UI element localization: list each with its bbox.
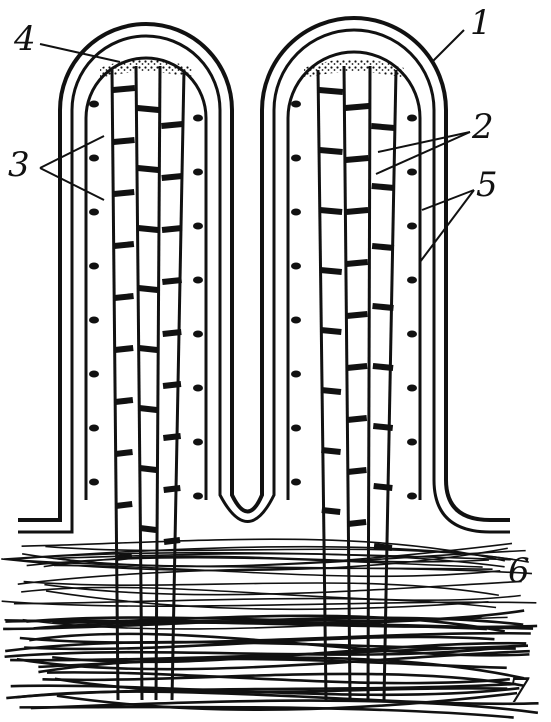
nucleus-dot (89, 209, 99, 216)
nucleus-dot (407, 169, 417, 176)
cell-boundary (320, 150, 343, 152)
cell-boundary (115, 452, 132, 454)
cell-boundary (116, 504, 132, 506)
cell-boundary (140, 528, 156, 530)
cell-boundary (372, 186, 395, 188)
cell-boundary (346, 210, 368, 212)
nucleus-dot (89, 155, 99, 162)
cell-boundary (163, 332, 182, 334)
cell-boundary (320, 270, 341, 272)
label-1: 1 (470, 3, 492, 43)
nucleus-dot (89, 425, 99, 432)
nucleus-dot (89, 317, 99, 324)
cell-boundary (346, 158, 369, 160)
label-6: 6 (508, 551, 530, 591)
nucleus-dot (89, 101, 99, 108)
cell-boundary (139, 348, 157, 350)
cell-boundary (162, 280, 181, 282)
cell-boundary (320, 210, 342, 212)
label-2: 2 (471, 107, 494, 147)
cell-boundary (114, 296, 133, 298)
cell-boundary (348, 470, 367, 472)
cell-boundary (347, 314, 368, 316)
cell-boundary (321, 450, 340, 452)
nucleus-dot (193, 331, 203, 338)
cell-boundary (321, 330, 342, 332)
nucleus-dot (291, 371, 301, 378)
cell-boundary (373, 366, 393, 368)
cell-boundary (371, 126, 394, 128)
nucleus-dot (291, 263, 301, 270)
column-wall (384, 70, 396, 700)
cell-boundary (373, 426, 392, 428)
cell-boundary (115, 348, 133, 350)
inner-sheath-left (86, 58, 206, 500)
nucleus-dot (291, 479, 301, 486)
cell-boundary (138, 228, 158, 230)
nucleus-dot (193, 115, 203, 122)
column-wall (368, 66, 370, 700)
nucleus-dot (193, 385, 203, 392)
nucleus-dot (291, 317, 301, 324)
cell-boundaries (113, 88, 395, 558)
cell-boundary (319, 90, 343, 92)
label-5: 5 (476, 165, 498, 205)
nucleus-dot (407, 493, 417, 500)
nucleus-dot (291, 425, 301, 432)
label-4: 4 (13, 19, 36, 59)
nucleus-dot (407, 385, 417, 392)
stippled-apex-left (100, 59, 192, 78)
column-wall (136, 66, 142, 700)
cell-boundary (163, 384, 181, 386)
cell-boundary (162, 228, 182, 230)
cell-boundary (138, 168, 159, 170)
cell-boundary (348, 522, 366, 524)
cell-boundary (374, 486, 393, 488)
nucleus-dot (89, 479, 99, 486)
cell-boundary (164, 488, 181, 490)
nucleus-dot (291, 155, 301, 162)
cell-boundary (322, 510, 340, 512)
cell-boundary (115, 400, 133, 402)
cell-boundary (137, 108, 159, 110)
nucleus-dot (89, 263, 99, 270)
label-3: 3 (8, 145, 30, 185)
nucleus-dot (193, 169, 203, 176)
nucleus-dot (407, 277, 417, 284)
cell-boundary (347, 418, 367, 420)
cell-boundary (114, 244, 134, 246)
nucleus-dot (193, 223, 203, 230)
nucleus-dot (193, 493, 203, 500)
cell-boundary (346, 262, 368, 264)
cell-boundary (113, 140, 134, 142)
nucleus-dot (193, 277, 203, 284)
cell-boundary (345, 106, 369, 108)
cell-boundary (347, 366, 367, 368)
nucleus-dot (291, 209, 301, 216)
nucleus-dot (193, 439, 203, 446)
cell-boundary (114, 192, 134, 194)
cell-boundary (321, 390, 341, 392)
label-7: 7 (508, 671, 530, 711)
cell-boundary (163, 436, 180, 438)
column-wall (318, 70, 326, 700)
nucleus-dot (291, 101, 301, 108)
cell-boundary (139, 408, 157, 410)
nucleus-dot (407, 115, 417, 122)
nucleus-dot (407, 439, 417, 446)
nucleus-dot (407, 223, 417, 230)
cell-boundary (161, 124, 182, 126)
inner-sheath-right (288, 52, 420, 500)
nucleus-dot (407, 331, 417, 338)
cell-boundary (140, 468, 157, 470)
fiber-layer (1, 539, 538, 717)
cell-boundary (113, 88, 135, 90)
cell-boundary (372, 306, 393, 308)
nucleus-dot (89, 371, 99, 378)
cell-boundary (372, 246, 394, 248)
cell-boundary (138, 288, 157, 290)
cell-boundary (162, 176, 183, 178)
